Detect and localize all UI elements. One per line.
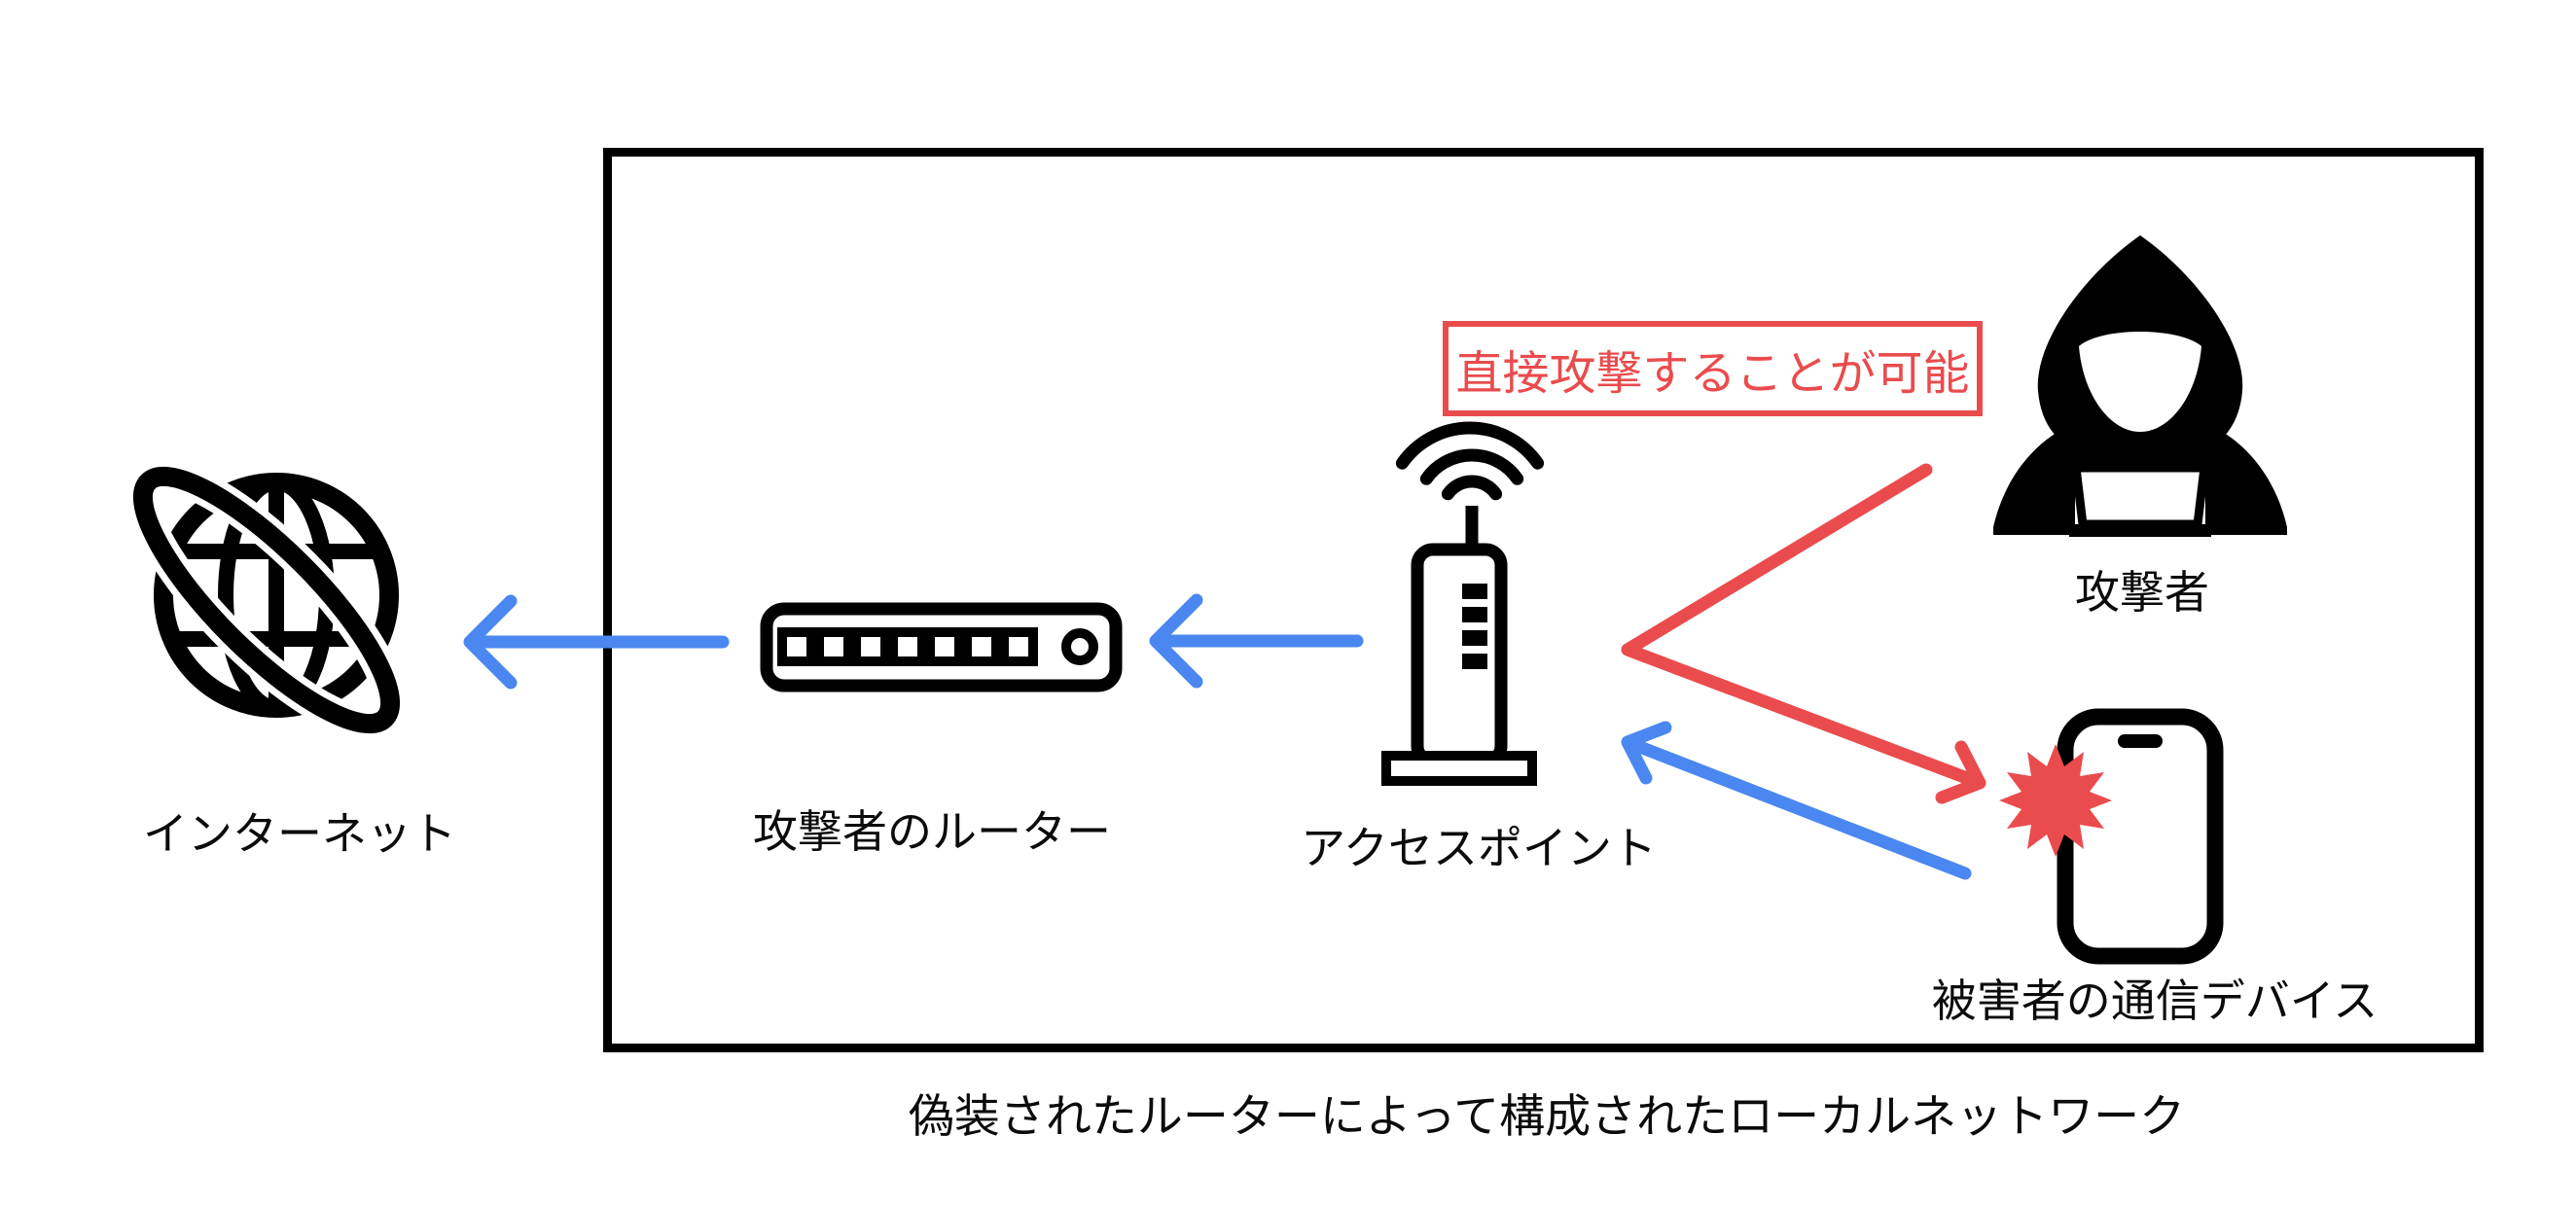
attack-callout-text: 直接攻撃することが可能 bbox=[1455, 348, 1970, 400]
hacker-icon bbox=[1980, 231, 2301, 543]
internet-label: インターネット bbox=[143, 808, 456, 859]
attack-callout: 直接攻撃することが可能 bbox=[1443, 321, 1983, 416]
victim-device-label: 被害者の通信デバイス bbox=[1931, 975, 2379, 1026]
router-icon bbox=[759, 601, 1124, 693]
attacker-label: 攻撃者 bbox=[2075, 567, 2209, 618]
burst-impact-icon bbox=[1997, 742, 2114, 859]
wifi-access-point-icon bbox=[1377, 413, 1571, 788]
smartphone-icon bbox=[2048, 700, 2233, 973]
access-point-label: アクセスポイント bbox=[1301, 823, 1657, 873]
diagram-caption: 偽装されたルーターによって構成されたローカルネットワーク bbox=[908, 1090, 2186, 1142]
globe-orbit-icon bbox=[117, 438, 438, 749]
attacker-router-label: 攻撃者のルーター bbox=[753, 806, 1111, 857]
